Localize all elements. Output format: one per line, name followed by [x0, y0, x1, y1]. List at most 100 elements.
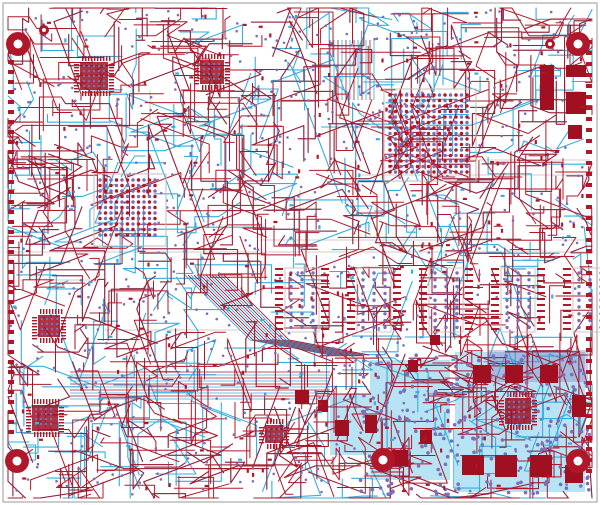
- qfp-top-left-pin: [94, 56, 96, 61]
- smd-pad: [37, 455, 40, 459]
- via: [316, 467, 320, 471]
- bga-secondary-ball: [103, 233, 108, 237]
- top-trace: [419, 189, 510, 252]
- bga-secondary-ball: [131, 222, 135, 226]
- top-trace: [99, 394, 141, 436]
- smd-pad: [499, 363, 502, 368]
- via: [327, 181, 330, 184]
- memory-chip-pad: [465, 328, 473, 330]
- top-trace: [22, 186, 71, 237]
- bga-secondary-ball: [98, 194, 102, 199]
- via: [335, 443, 339, 446]
- via: [369, 337, 373, 341]
- top-trace: [464, 156, 523, 178]
- bga-main-ball: [404, 98, 409, 103]
- bga-main-ball: [465, 93, 469, 97]
- qfp-top-mid-pin: [194, 68, 199, 70]
- top-trace: [444, 32, 496, 80]
- via: [461, 395, 465, 399]
- top-trace: [227, 338, 252, 412]
- via: [371, 111, 375, 114]
- top-trace: [338, 462, 375, 474]
- via: [575, 423, 579, 426]
- top-trace: [74, 288, 154, 350]
- memory-chip-ball: [516, 291, 520, 296]
- top-trace: [390, 7, 436, 32]
- top-trace: [410, 54, 435, 98]
- bottom-trace: [20, 320, 101, 388]
- memory-chip-pad: [393, 322, 401, 324]
- memory-chip-outline: [356, 267, 392, 333]
- bottom-trace: [302, 12, 330, 67]
- qfp-bottom-left-thermal-via: [34, 417, 38, 421]
- bottom-trace: [352, 102, 385, 149]
- top-trace: [168, 376, 217, 435]
- memory-chip-pad: [347, 322, 355, 324]
- smd-pad: [163, 129, 168, 132]
- qfp-left-mid-pin: [61, 335, 66, 337]
- bga-main-ball: [426, 109, 431, 114]
- via: [214, 115, 217, 118]
- smd-pad: [267, 458, 272, 461]
- top-trace: [25, 210, 76, 245]
- bus-trace: [211, 274, 358, 356]
- top-trace: [514, 135, 566, 211]
- bottom-trace: [46, 114, 112, 123]
- top-trace: [130, 450, 174, 490]
- via: [561, 243, 565, 246]
- top-trace: [315, 110, 395, 220]
- top-trace: [246, 414, 291, 467]
- top-trace: [15, 124, 144, 131]
- memory-chip-pad: [347, 304, 355, 306]
- memory-chip-ball: [300, 305, 304, 309]
- top-trace: [77, 142, 88, 165]
- memory-chip-ball: [433, 278, 437, 282]
- bga-main-ball: [432, 164, 436, 169]
- smd-pad: [567, 360, 572, 363]
- qfp-top-left-thermal-via: [92, 79, 96, 83]
- via: [515, 149, 519, 153]
- smd-pad: [335, 341, 340, 344]
- bga-main-ball: [415, 104, 420, 108]
- via: [142, 300, 145, 303]
- bga-main-ball: [443, 142, 447, 147]
- bga-main-ball: [443, 98, 447, 103]
- qfp-top-mid-pin: [225, 71, 230, 73]
- edge-pin-right: [586, 282, 592, 286]
- memory-chip-ball: [455, 305, 459, 309]
- smd-pad: [349, 348, 352, 353]
- qfp-bottom-left-pin: [52, 432, 54, 437]
- top-trace: [182, 160, 192, 191]
- via: [359, 93, 363, 96]
- via: [426, 451, 430, 455]
- via: [466, 372, 470, 377]
- top-trace: [566, 163, 593, 206]
- via: [55, 479, 58, 483]
- memory-chip-pad: [347, 328, 355, 330]
- memory-chip-ball: [361, 278, 365, 282]
- top-trace: [504, 242, 547, 298]
- edge-pin-left: [8, 120, 14, 124]
- qfp-bottom-left-pin: [59, 407, 64, 409]
- bga-main-ball: [421, 126, 425, 130]
- top-trace: [520, 153, 558, 165]
- bga-secondary-ball: [136, 211, 141, 215]
- smd-pad: [496, 161, 499, 166]
- bga-main-ball: [443, 126, 447, 130]
- bga-secondary-ball: [131, 200, 135, 204]
- via: [467, 77, 470, 80]
- top-trace: [335, 45, 383, 90]
- via: [586, 475, 590, 479]
- via: [112, 415, 116, 419]
- top-trace: [157, 111, 226, 191]
- memory-chip-ball: [311, 312, 315, 316]
- qfp-left-mid-pin: [32, 326, 37, 328]
- top-trace: [239, 213, 269, 284]
- bottom-trace: [407, 12, 434, 31]
- via: [485, 480, 489, 484]
- bottom-trace: [392, 12, 418, 35]
- smd-pad: [177, 115, 182, 118]
- smd-pad: [269, 33, 272, 38]
- smd-pad: [388, 164, 393, 168]
- memory-chip-pad: [563, 328, 571, 330]
